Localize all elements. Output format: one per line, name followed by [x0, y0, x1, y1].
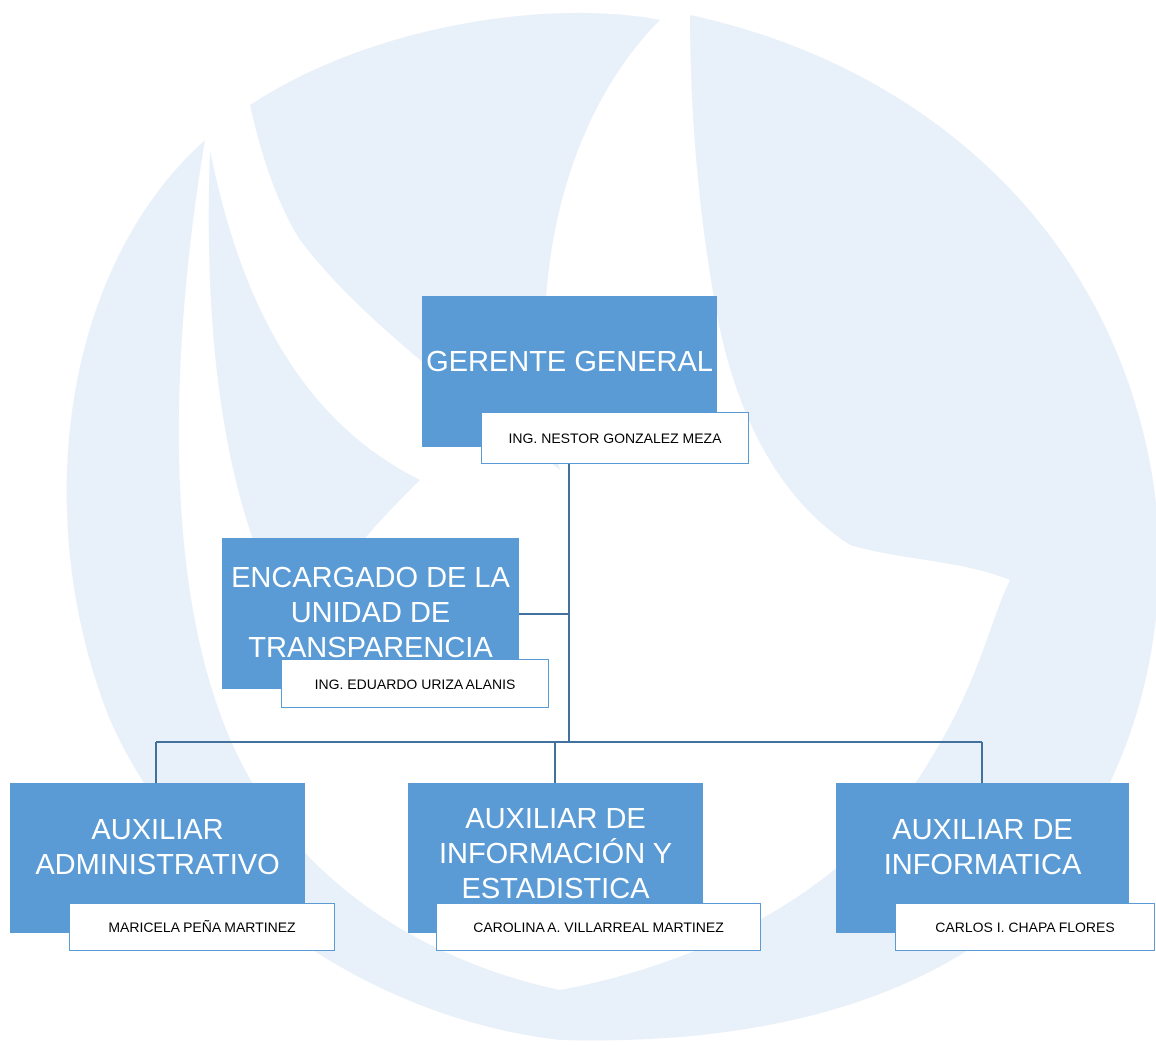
gerente-general-name: ING. NESTOR GONZALEZ MEZA — [481, 412, 749, 464]
gerente-general-name-text: ING. NESTOR GONZALEZ MEZA — [508, 430, 722, 446]
administrativo-name: MARICELA PEÑA MARTINEZ — [69, 903, 335, 951]
estadistica-name-text: CAROLINA A. VILLARREAL MARTINEZ — [473, 919, 724, 935]
transparencia-name-text: ING. EDUARDO URIZA ALANIS — [314, 675, 516, 692]
transparencia-name: ING. EDUARDO URIZA ALANIS — [281, 659, 549, 708]
gerente-general-title: GERENTE GENERAL — [426, 346, 713, 378]
estadistica-title: AUXILIAR DE INFORMACIÓN Y ESTADISTICA — [438, 802, 673, 905]
informatica-name-text: CARLOS I. CHAPA FLORES — [935, 919, 1115, 935]
administrativo-name-text: MARICELA PEÑA MARTINEZ — [108, 919, 296, 935]
informatica-title: AUXILIAR DE INFORMATICA — [883, 814, 1082, 881]
transparencia-box: ENCARGADO DE LA UNIDAD DE TRANSPARENCIA — [222, 538, 519, 689]
transparencia-title: ENCARGADO DE LA UNIDAD DE TRANSPARENCIA — [231, 562, 510, 664]
estadistica-name: CAROLINA A. VILLARREAL MARTINEZ — [436, 903, 761, 951]
administrativo-title: AUXILIAR ADMINISTRATIVO — [35, 814, 280, 881]
informatica-name: CARLOS I. CHAPA FLORES — [895, 903, 1155, 951]
